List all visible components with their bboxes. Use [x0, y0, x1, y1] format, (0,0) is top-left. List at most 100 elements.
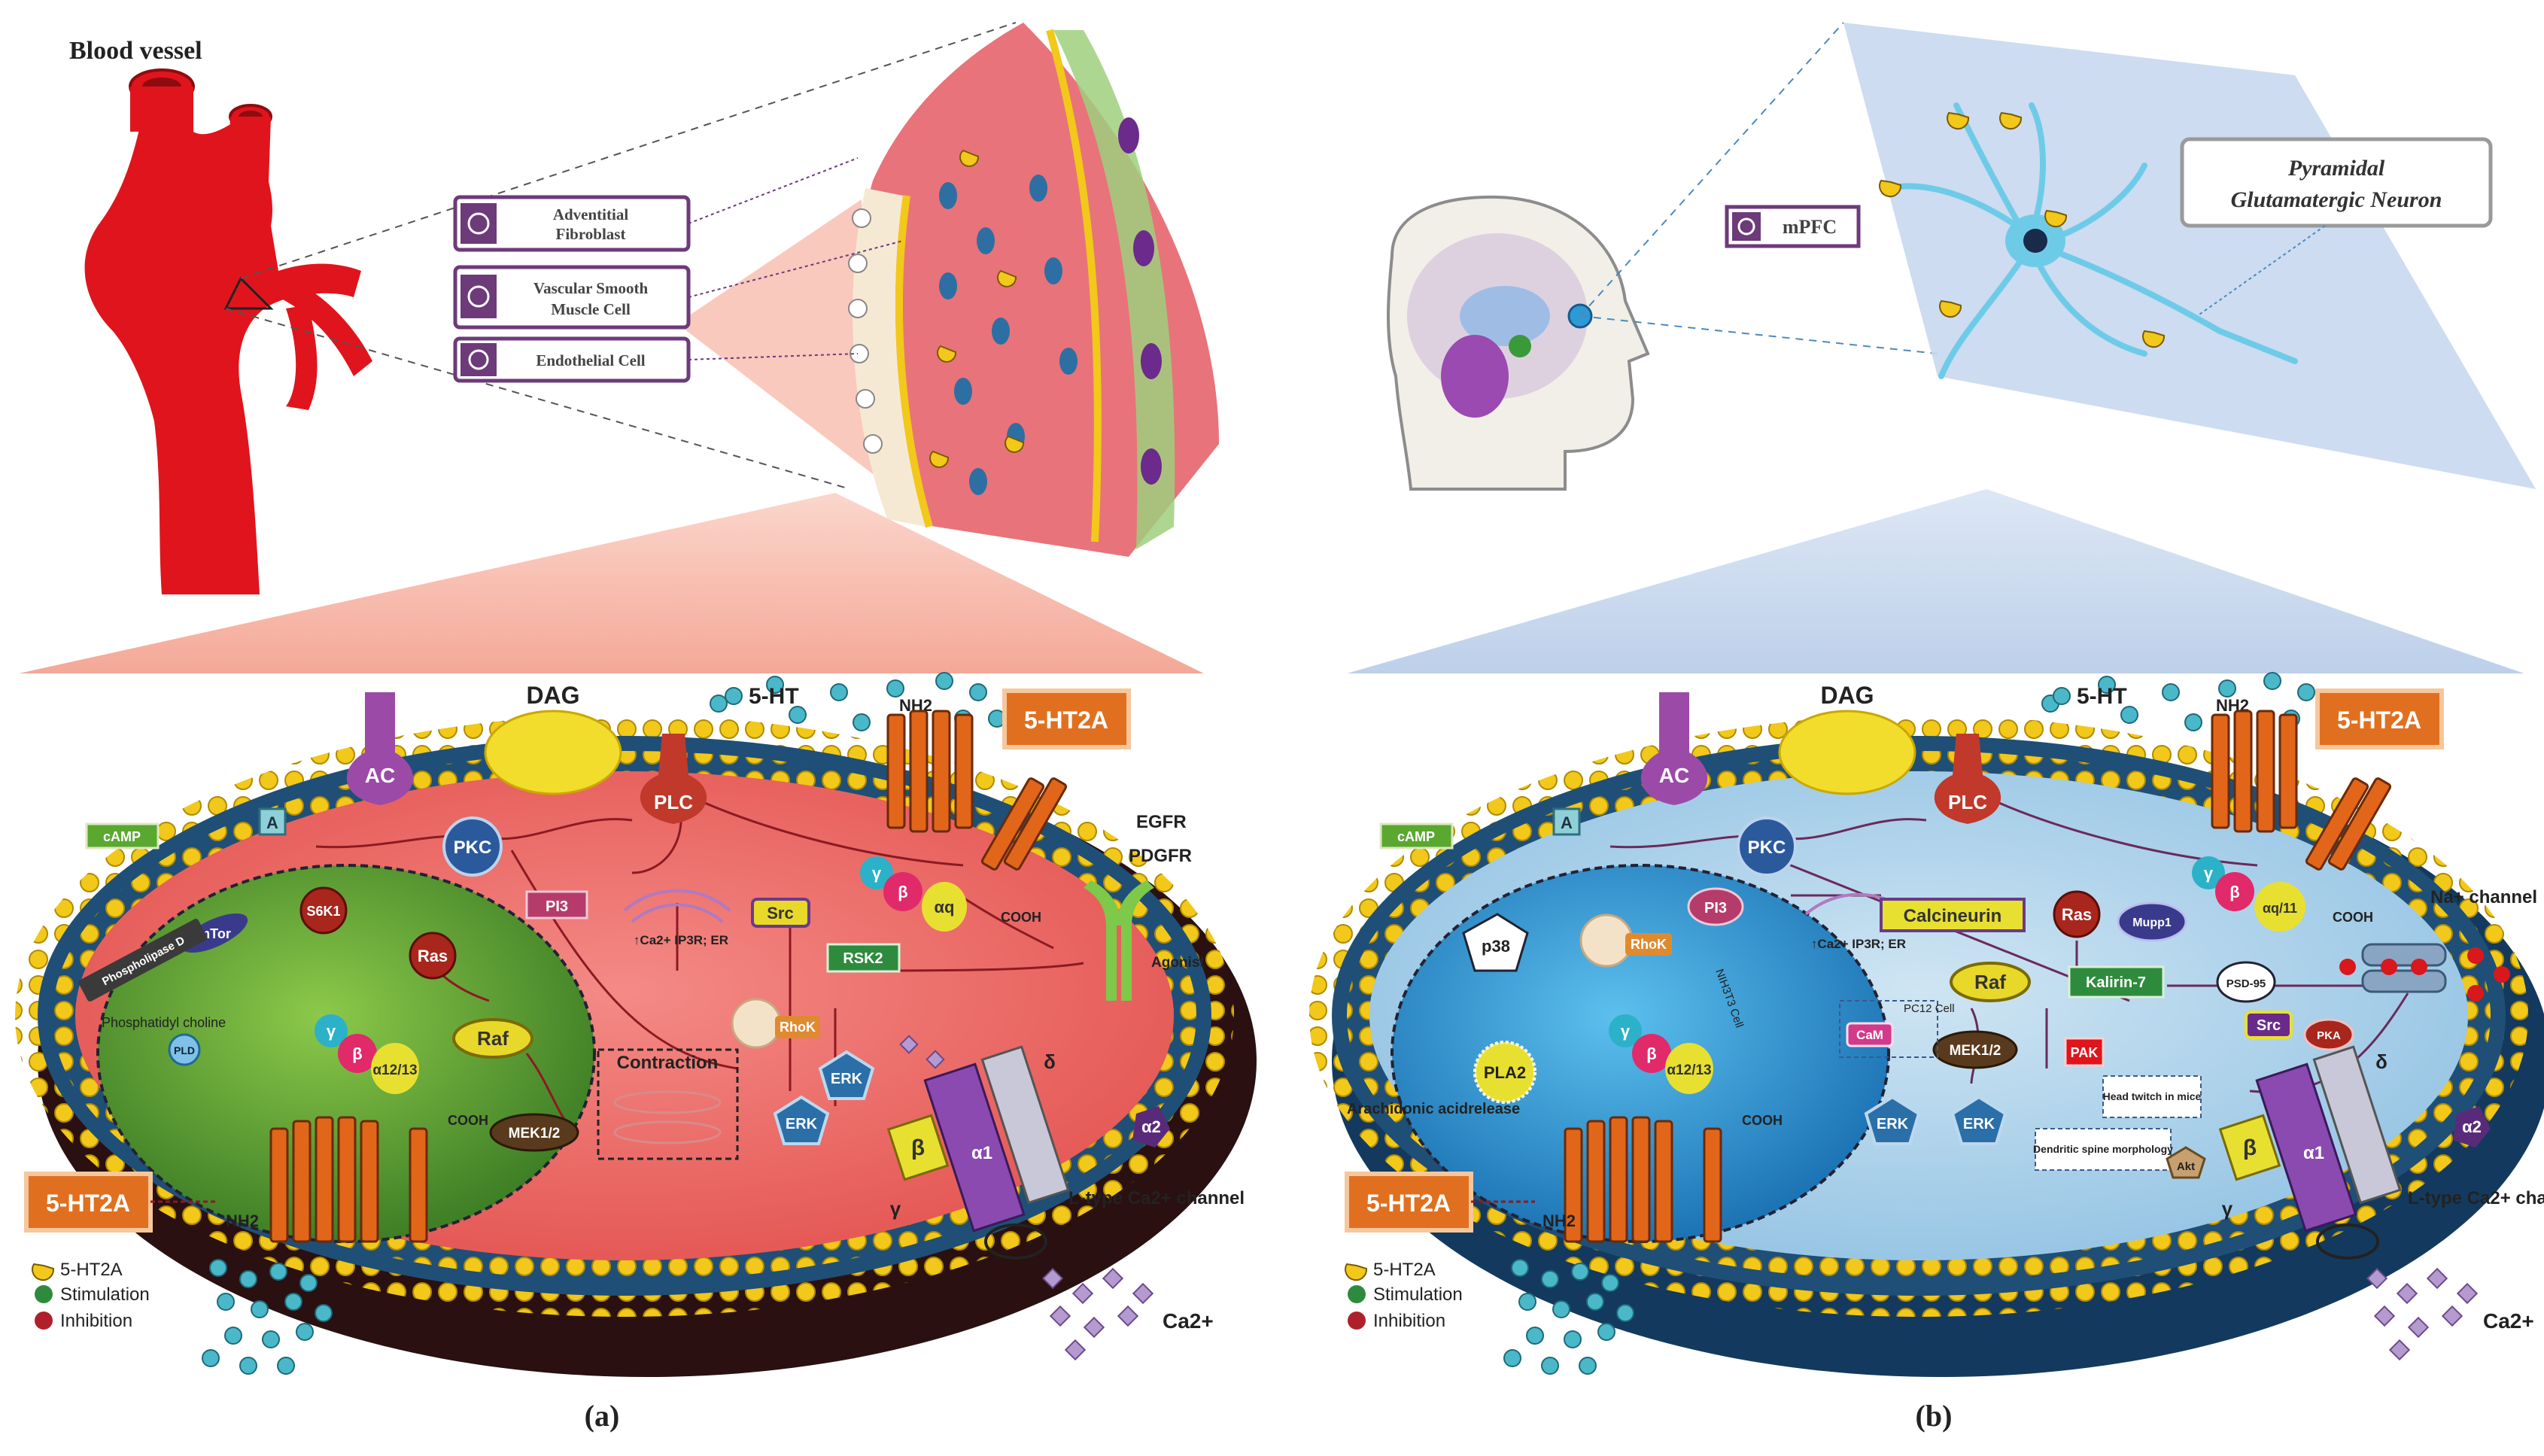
gamma-top-b: γ [2204, 864, 2214, 883]
ac-label-b: AC [1659, 764, 1689, 787]
mupp1-label-b: Mupp1 [2132, 916, 2172, 929]
head-brain-illustration [1387, 195, 1650, 491]
serotonin-molecules-bottom-b [1503, 1259, 1634, 1375]
label-vsmc-line1: Vascular Smooth [533, 279, 649, 297]
pla2-label-b: PLA2 [1484, 1063, 1526, 1082]
spine-label-b: Dendritic spine morphology [2033, 1143, 2173, 1155]
ac-node-b: AC [1640, 692, 1708, 805]
pka-node-b: PKA [2303, 1018, 2354, 1051]
neuron-label-line1: Pyramidal [2287, 156, 2385, 181]
channel-beta-b: β [2243, 1135, 2257, 1160]
cell-type-labels: Adventitial Fibroblast Vascular Smooth M… [453, 157, 904, 383]
legend-receptor-b: 5-HT2A [1373, 1260, 1436, 1280]
camp-node-a: cAMP [85, 822, 160, 850]
zoom-shelf-b [1347, 489, 2524, 673]
receptor-legend-icon-b [1345, 1263, 1368, 1281]
spine-morphology-box-b: Dendritic spine morphology [2033, 1128, 2173, 1171]
akt-label-b: Akt [2177, 1160, 2195, 1173]
raf-node-a: Raf [452, 1018, 533, 1059]
cooh-bottom-b: COOH [1742, 1113, 1783, 1128]
pak-node-b: PAK [2064, 1037, 2105, 1067]
pak-label-b: PAK [2071, 1045, 2099, 1060]
a-label-a: A [266, 813, 278, 832]
gamma-bottom-b: γ [1621, 1022, 1631, 1041]
zoom-lines-a [225, 22, 1017, 490]
beta-top-a: β [898, 883, 907, 901]
pka-label-b: PKA [2317, 1029, 2341, 1042]
pi3-node-b: PI3 [1687, 887, 1744, 926]
mek-node-a: MEK1/2 [489, 1113, 579, 1152]
receptor-legend-icon-a [32, 1263, 55, 1281]
erk1-node-a: ERK [773, 1095, 830, 1145]
ras-label-b: Ras [2062, 905, 2092, 924]
zoom-shelf-a [19, 493, 1204, 673]
receptor-box-top-a-label: 5-HT2A [1024, 707, 1108, 734]
a-node-b: A [1552, 807, 1581, 836]
beta-top-b: β [2229, 883, 2239, 901]
zoom-lines-b [1579, 22, 1938, 354]
channel-label-a: L-type Ca2+ channel [1068, 1188, 1245, 1208]
neuron-label-box: Pyramidal Glutamatergic Neuron [2180, 137, 2493, 317]
beta-bottom-b: β [1646, 1044, 1656, 1063]
plc-label-a: PLC [654, 791, 693, 813]
channel-alpha2-a: α2 [1141, 1117, 1161, 1136]
cam-label-b: CaM [1856, 1028, 1883, 1042]
ht-icon-a [725, 687, 743, 705]
label-endothelial-cell: Endothelial Cell [453, 336, 691, 383]
p38-node-b: p38 [1462, 913, 1529, 972]
contraction-label-a: Contraction [617, 1053, 719, 1073]
kalirin-node-b: Kalirin-7 [2068, 965, 2165, 999]
inhibition-icon-a [35, 1312, 53, 1330]
mupp1-node-b: Mupp1 [2117, 901, 2187, 942]
mek-label-a: MEK1/2 [509, 1126, 561, 1141]
calcium-ions-a [899, 1035, 1154, 1361]
ca-er-label-b: ↑Ca2+ IP3R; ER [1811, 937, 1906, 951]
pkc-node-b: PKC [1737, 816, 1797, 877]
receptor-box-bottom-a-label: 5-HT2A [46, 1190, 130, 1217]
kalirin-label-b: Kalirin-7 [2086, 974, 2146, 991]
camp-node-b: cAMP [1379, 822, 1454, 850]
legend-stim-a: Stimulation [60, 1284, 150, 1305]
head-twitch-box-b: Head twitch in mice [2102, 1075, 2202, 1118]
calcineurin-node-b: Calcineurin [1880, 898, 2026, 932]
gamma-bottom-a: γ [327, 1022, 336, 1041]
legend-b: 5-HT2A Stimulation Inhibition [1345, 1260, 1463, 1331]
erk2-node-a: ERK [818, 1050, 875, 1100]
erk2-label-b: ERK [1963, 1116, 1995, 1132]
pld-node-a: PLD [168, 1033, 201, 1066]
pkc-label-b: PKC [1748, 837, 1786, 858]
egfr-label: EGFR [1136, 812, 1187, 832]
pld-label-a: PLD [174, 1044, 195, 1056]
calcineurin-label-b: Calcineurin [1904, 906, 2002, 926]
channel-beta-a: β [911, 1135, 925, 1160]
raf-node-b: Raf [1950, 962, 2031, 1002]
stimulation-icon-a [35, 1285, 53, 1303]
label-adventitial-line1: Adventitial [553, 205, 629, 223]
head-twitch-label-b: Head twitch in mice [2103, 1090, 2202, 1102]
receptor-box-top-b-label: 5-HT2A [2337, 707, 2421, 734]
rsk2-label-a: RSK2 [843, 950, 883, 967]
alpha1213-a: α12/13 [372, 1062, 417, 1078]
a-label-b: A [1561, 813, 1573, 832]
s6k1-node-a: S6K1 [299, 886, 348, 935]
channel-gamma-b: γ [2222, 1197, 2233, 1220]
pc12-label-b: PC12 Cell [1904, 1002, 1955, 1015]
receptor-7tm-top-b [2211, 710, 2392, 871]
g-protein-top-a: γ β αq [860, 856, 967, 932]
src-label-a: Src [767, 904, 793, 923]
na-channel-b [2339, 943, 2510, 1002]
pkc-node-a: PKC [442, 816, 503, 877]
label-adventitial-line2: Fibroblast [556, 225, 626, 243]
rsk2-node-a: RSK2 [826, 943, 901, 973]
panel-b: mPFC Pyramidal Glutamatergic Neuron [1309, 22, 2544, 1433]
psd95-node-b: PSD-95 [2216, 961, 2276, 1003]
pdgfr-label: PDGFR [1129, 846, 1192, 866]
channel-alpha1-b: α1 [2303, 1143, 2324, 1163]
plc-node-b: PLC [1934, 734, 2001, 824]
alpha-q-a: αq [935, 898, 955, 916]
receptor-7tm-bottom-b [1564, 1116, 1722, 1243]
pi3-label-b: PI3 [1704, 900, 1727, 916]
s6k1-label-a: S6K1 [306, 904, 340, 919]
ras-node-b: Ras [2053, 890, 2101, 938]
cooh-bottom-a: COOH [448, 1113, 488, 1128]
